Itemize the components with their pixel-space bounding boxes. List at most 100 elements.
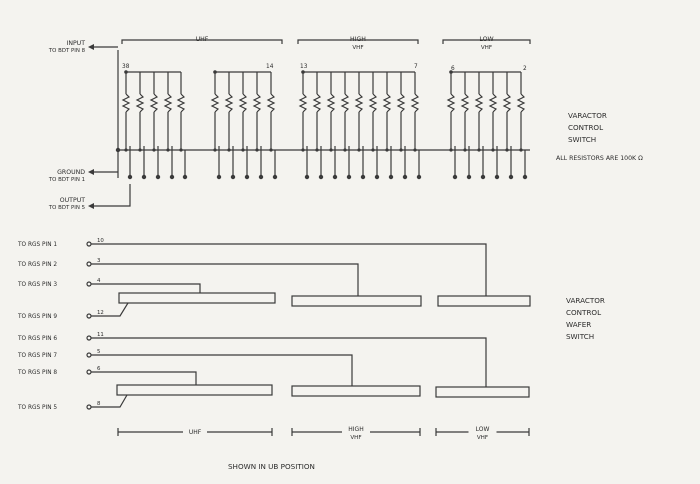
terminal-number: 5: [97, 349, 100, 355]
wafer-contact-uhf-lower: [116, 384, 273, 396]
resistor: [176, 93, 186, 113]
wafer-wire: [91, 243, 487, 296]
output-sublabel: TO BDT PIN 5: [48, 205, 85, 211]
wafer-contact-high-lower: [291, 385, 421, 397]
row-terminal: [86, 352, 92, 358]
contact-dot: [182, 174, 188, 180]
channel-marker: 13: [300, 64, 308, 70]
wafer-wire: [91, 371, 197, 385]
wafer-contact-low-upper: [437, 295, 531, 307]
contact-dot: [466, 174, 472, 180]
arrow-head: [88, 203, 94, 209]
resistor: [163, 93, 173, 113]
channel-marker: 2: [523, 66, 527, 72]
contact-dot: [360, 174, 366, 180]
contact-dot: [216, 174, 222, 180]
junction-dot: [115, 147, 121, 153]
band-bracket-low: [442, 39, 531, 44]
channel-marker: 6: [451, 66, 455, 72]
resistor: [354, 93, 364, 113]
resistor: [238, 93, 248, 113]
resistor: [224, 93, 234, 113]
wafer-band-sublabel-low: VHF: [477, 435, 488, 441]
terminal-number: 10: [97, 238, 104, 244]
resistor: [121, 93, 131, 113]
resistor: [446, 93, 456, 113]
contact-dot: [230, 174, 236, 180]
resistor: [149, 93, 159, 113]
resistor: [326, 93, 336, 113]
wafer-wire: [91, 283, 201, 293]
wafer-row-label: TO RGS PIN 6: [17, 336, 57, 342]
contact-dot: [346, 174, 352, 180]
terminal-number: 8: [97, 401, 101, 407]
wafer-contact-high-upper: [291, 295, 422, 307]
wafer-title-line: SWITCH: [566, 332, 594, 341]
wafer-band-label-low: LOW: [476, 426, 490, 433]
channel-marker: 38: [122, 64, 130, 70]
resistor: [410, 93, 420, 113]
figure-caption: SHOWN IN UB POSITION: [228, 462, 315, 471]
band-label-low: LOW: [479, 36, 493, 43]
input-label: INPUT: [67, 40, 86, 47]
contact-dot: [452, 174, 458, 180]
wafer-band-label-uhf: UHF: [189, 429, 202, 436]
wafer-wire: [91, 354, 353, 386]
terminal-number: 12: [97, 310, 104, 316]
wafer-contact-uhf-upper: [118, 292, 276, 304]
resistor: [312, 93, 322, 113]
resistor: [516, 93, 526, 113]
contact-dot: [244, 174, 250, 180]
wafer-row-label: TO RGS PIN 1: [17, 242, 57, 248]
resistor: [474, 93, 484, 113]
channel-marker: 14: [266, 64, 274, 70]
contact-dot: [494, 174, 500, 180]
output-label: OUTPUT: [60, 197, 85, 204]
contact-dot: [388, 174, 394, 180]
resistor: [488, 93, 498, 113]
terminal-number: 11: [97, 332, 104, 338]
contact-dot: [508, 174, 514, 180]
ground-label: GROUND: [57, 169, 85, 176]
wafer-title-line: CONTROL: [566, 308, 601, 317]
wafer-title-line: WAFER: [566, 320, 591, 329]
resistor: [135, 93, 145, 113]
contact-dot: [169, 174, 175, 180]
output-lead: [93, 184, 131, 207]
contact-dot: [272, 174, 278, 180]
row-terminal: [86, 281, 92, 287]
switch-title-line: SWITCH: [568, 135, 596, 144]
wafer-band-sublabel-high: VHF: [350, 435, 361, 441]
contact-dot: [416, 174, 422, 180]
junction-dot: [124, 70, 128, 74]
contact-dot: [155, 174, 161, 180]
terminal-number: 6: [97, 366, 101, 372]
resistor: [396, 93, 406, 113]
row-terminal: [86, 241, 92, 247]
junction-dot: [301, 70, 305, 74]
wafer-wire: [91, 337, 487, 387]
band-sublabel-low: VHF: [481, 45, 492, 51]
junction-dot: [213, 70, 217, 74]
input-sublabel: TO BDT PIN 8: [48, 48, 86, 54]
resistor: [382, 93, 392, 113]
channel-marker: 7: [414, 64, 418, 70]
resistor: [252, 93, 262, 113]
terminal-number: 3: [97, 258, 100, 264]
contact-dot: [127, 174, 133, 180]
contact-dot: [480, 174, 486, 180]
terminal-number: 4: [97, 278, 101, 284]
contact-dot: [402, 174, 408, 180]
wafer-row-label: TO RGS PIN 8: [17, 370, 57, 376]
wafer-band-label-high: HIGH: [348, 426, 363, 433]
band-bracket-high: [297, 39, 419, 44]
contact-dot: [374, 174, 380, 180]
arrow-head: [88, 169, 94, 175]
wafer-row-label: TO RGS PIN 2: [17, 262, 57, 268]
wafer-contact-low-lower: [435, 386, 530, 398]
resistor: [460, 93, 470, 113]
wafer-title-line: VARACTOR: [566, 296, 605, 305]
resistor: [502, 93, 512, 113]
row-terminal: [86, 335, 92, 341]
